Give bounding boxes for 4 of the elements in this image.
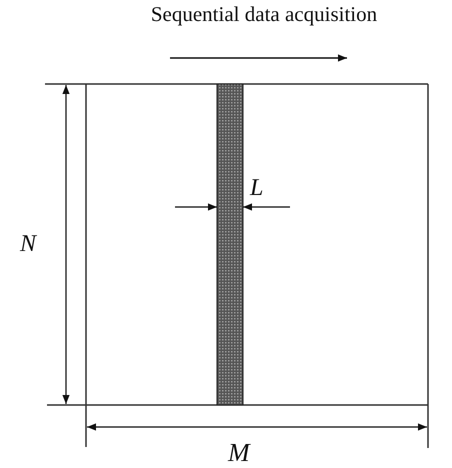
direction-label: Sequential data acquisition <box>150 4 378 25</box>
dimension-label: N <box>20 232 36 256</box>
dimension-label: M <box>228 440 250 466</box>
dimension-label: L <box>250 176 264 200</box>
